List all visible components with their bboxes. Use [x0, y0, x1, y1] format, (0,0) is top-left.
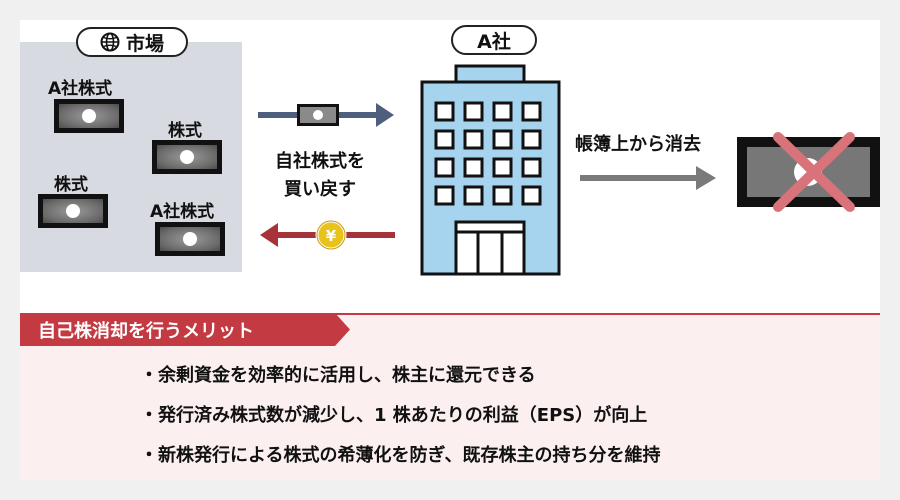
- company-building-icon: [420, 64, 561, 276]
- merit-item: ・余剰資金を効率的に活用し、株主に還元できる: [140, 362, 661, 402]
- stock-label: 株式: [168, 121, 202, 141]
- globe-icon: [100, 32, 120, 52]
- bullet-mark: ・: [140, 365, 158, 386]
- merit-item-text: 発行済み株式数が減少し、1 株あたりの利益（EPS）が向上: [158, 405, 648, 426]
- buyback-line-2: 買い戻す: [284, 179, 356, 200]
- merit-list: ・余剰資金を効率的に活用し、株主に還元できる ・発行済み株式数が減少し、1 株あ…: [140, 362, 661, 482]
- stock-label: 株式: [54, 175, 88, 195]
- cancel-flow-arrow: [580, 166, 716, 190]
- cross-mark-icon: [773, 132, 855, 212]
- stock-certificate-icon: [155, 222, 225, 256]
- market-label: 市場: [125, 32, 164, 55]
- merit-title-text: 自己株消却を行うメリット: [38, 320, 254, 342]
- stock-certificate-icon: [152, 140, 222, 174]
- company-label: A社: [477, 30, 511, 53]
- stock-label: A社株式: [150, 202, 215, 222]
- stock-label: A社株式: [48, 79, 113, 99]
- buyback-text: 自社株式を 買い戻す: [255, 148, 385, 204]
- cancel-label: 帳簿上から消去: [575, 134, 701, 155]
- merit-title: 自己株消却を行うメリット: [20, 313, 350, 346]
- merit-item: ・発行済み株式数が減少し、1 株あたりの利益（EPS）が向上: [140, 402, 661, 442]
- bullet-mark: ・: [140, 405, 158, 426]
- merit-item: ・新株発行による株式の希薄化を防ぎ、既存株主の持ち分を維持: [140, 442, 661, 482]
- buyback-line-1: 自社株式を: [275, 151, 365, 172]
- merit-divider: [20, 313, 880, 315]
- merit-item-text: 余剰資金を効率的に活用し、株主に還元できる: [158, 365, 536, 386]
- yen-coin-icon: [315, 219, 347, 251]
- stock-certificate-icon: [54, 99, 124, 133]
- company-pill: A社: [451, 25, 537, 55]
- market-pill: 市場: [76, 27, 188, 57]
- bullet-mark: ・: [140, 445, 158, 466]
- stock-certificate-icon: [38, 194, 108, 228]
- coin-symbol: ¥: [326, 227, 337, 245]
- merit-item-text: 新株発行による株式の希薄化を防ぎ、既存株主の持ち分を維持: [158, 445, 661, 466]
- small-stock-icon: [297, 104, 339, 126]
